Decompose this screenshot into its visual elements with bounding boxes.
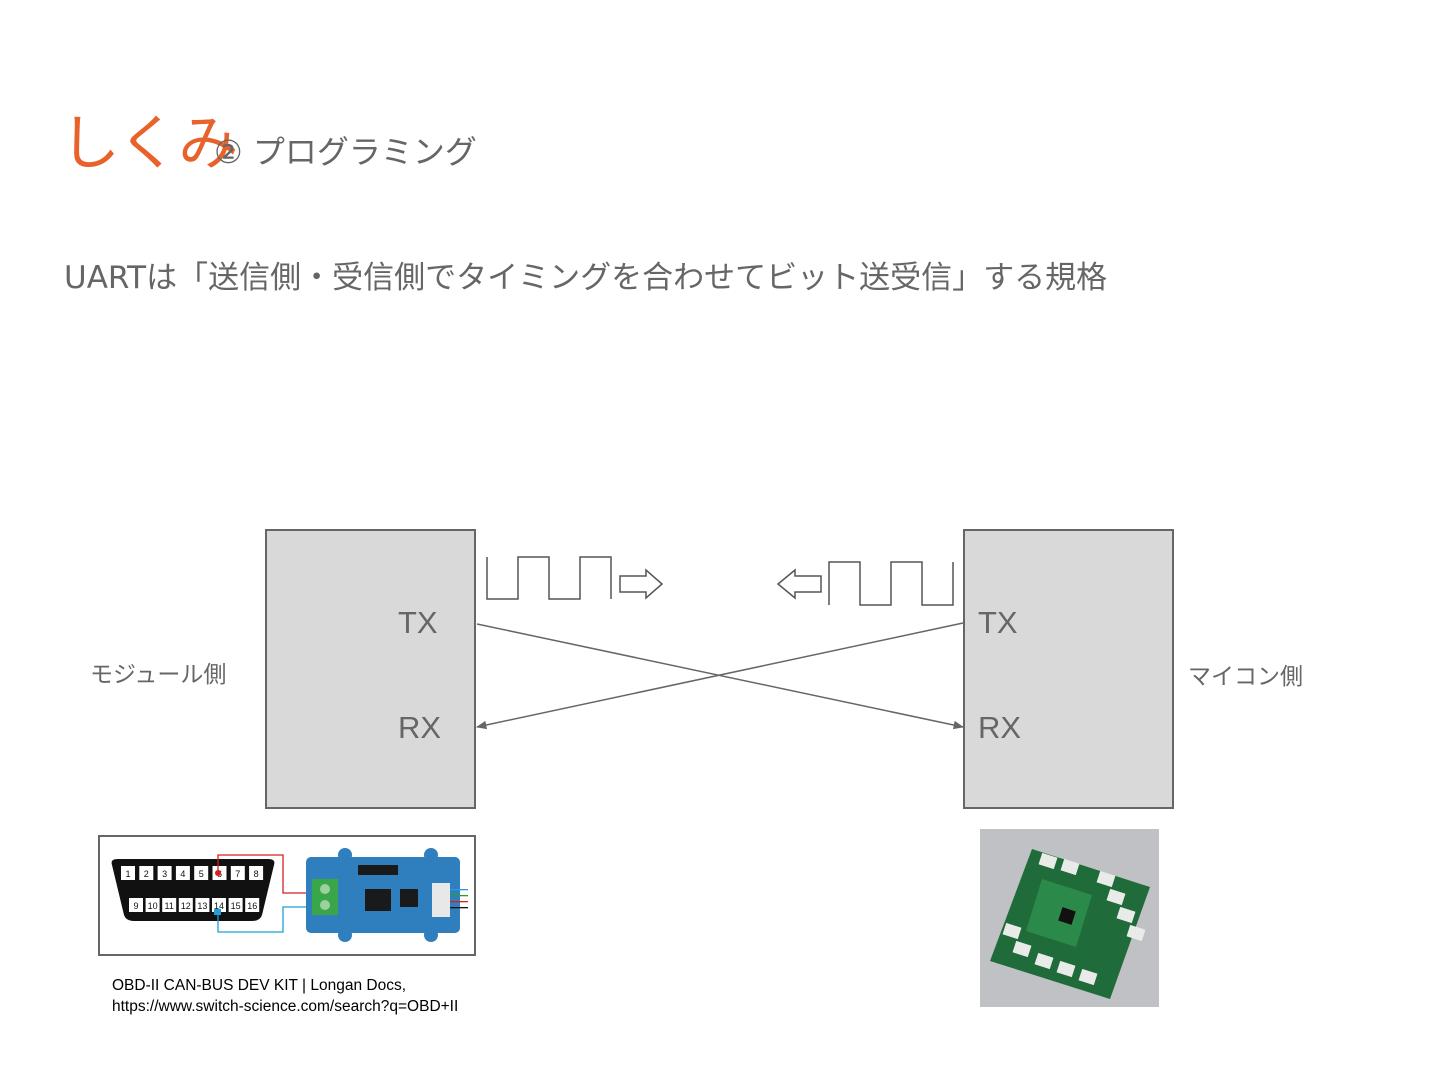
connector-bottom-pin [245,898,260,912]
connector-top-pin [249,866,264,880]
connector-bottom-pin [178,898,193,912]
connector-bottom-pin [195,898,210,912]
image-source-caption: OBD-II CAN-BUS DEV KIT | Longan Docs, ht… [112,975,458,1017]
module-rx-label: RX [398,710,442,745]
mcu-send-arrow [776,568,822,600]
microcontroller-board-image [980,829,1159,1007]
module-signal-waveform [486,556,612,600]
module-send-arrow [619,568,664,600]
connector-bottom-pin-number: 11 [165,901,174,911]
connector-bottom-pin-number: 9 [133,901,138,911]
connector-top-pin-number: 7 [235,869,240,879]
connector-top-pin [157,866,172,880]
connector-bottom-pin-number: 15 [231,901,241,911]
page-title: しくみ [60,109,238,179]
connector-bottom-pin-number: 14 [214,901,224,911]
uart-description: UARTは「送信側・受信側でタイミングを合わせてビット送受信」する規格 [64,260,1108,296]
connector-top-pin-number: 4 [180,869,185,879]
mcu-signal-waveform [828,561,954,606]
connector-top-pin [230,866,245,880]
connector-top-pin [121,866,135,880]
connector-bottom-pin [212,898,226,912]
pico-board-illustration [990,849,1150,999]
connector-bottom-pin [129,898,143,912]
connector-bottom-pin [162,898,177,912]
page-subtitle-step: ② プログラミング [214,133,477,171]
caption-line-2: https://www.switch-science.com/search?q=… [112,998,459,1015]
connector-top-pin [139,866,154,880]
connector-bottom-pin [228,898,243,912]
mcu-box [963,529,1174,809]
connector-bottom-pin [145,898,160,912]
connector-bottom-pin-number: 12 [181,901,191,911]
connector-bottom-pin-number: 10 [148,901,158,911]
connector-top-pin-number: 5 [199,869,204,879]
module-box [265,529,476,809]
connector-bottom-pin-number: 13 [197,901,207,911]
connector-top-pin [175,866,190,880]
mcu-side-label: マイコン側 [1188,664,1303,690]
connector-top-pin-number: 8 [254,869,259,879]
module-side-label: モジュール側 [90,662,227,688]
mcu-rx-label: RX [978,710,1022,745]
caption-line-1: OBD-II CAN-BUS DEV KIT | Longan Docs, [112,977,407,994]
connector-top-pin [194,866,209,880]
connector-top-pin-number: 3 [162,869,167,879]
module-tx-label: TX [398,605,438,640]
mcu-tx-label: TX [978,605,1018,640]
mcu-tx-to-module-rx-wire [475,622,964,730]
connector-bottom-pin-number: 16 [247,901,257,911]
connector-top-pin-number: 2 [144,869,149,879]
connector-top-pin-number: 1 [125,869,130,879]
